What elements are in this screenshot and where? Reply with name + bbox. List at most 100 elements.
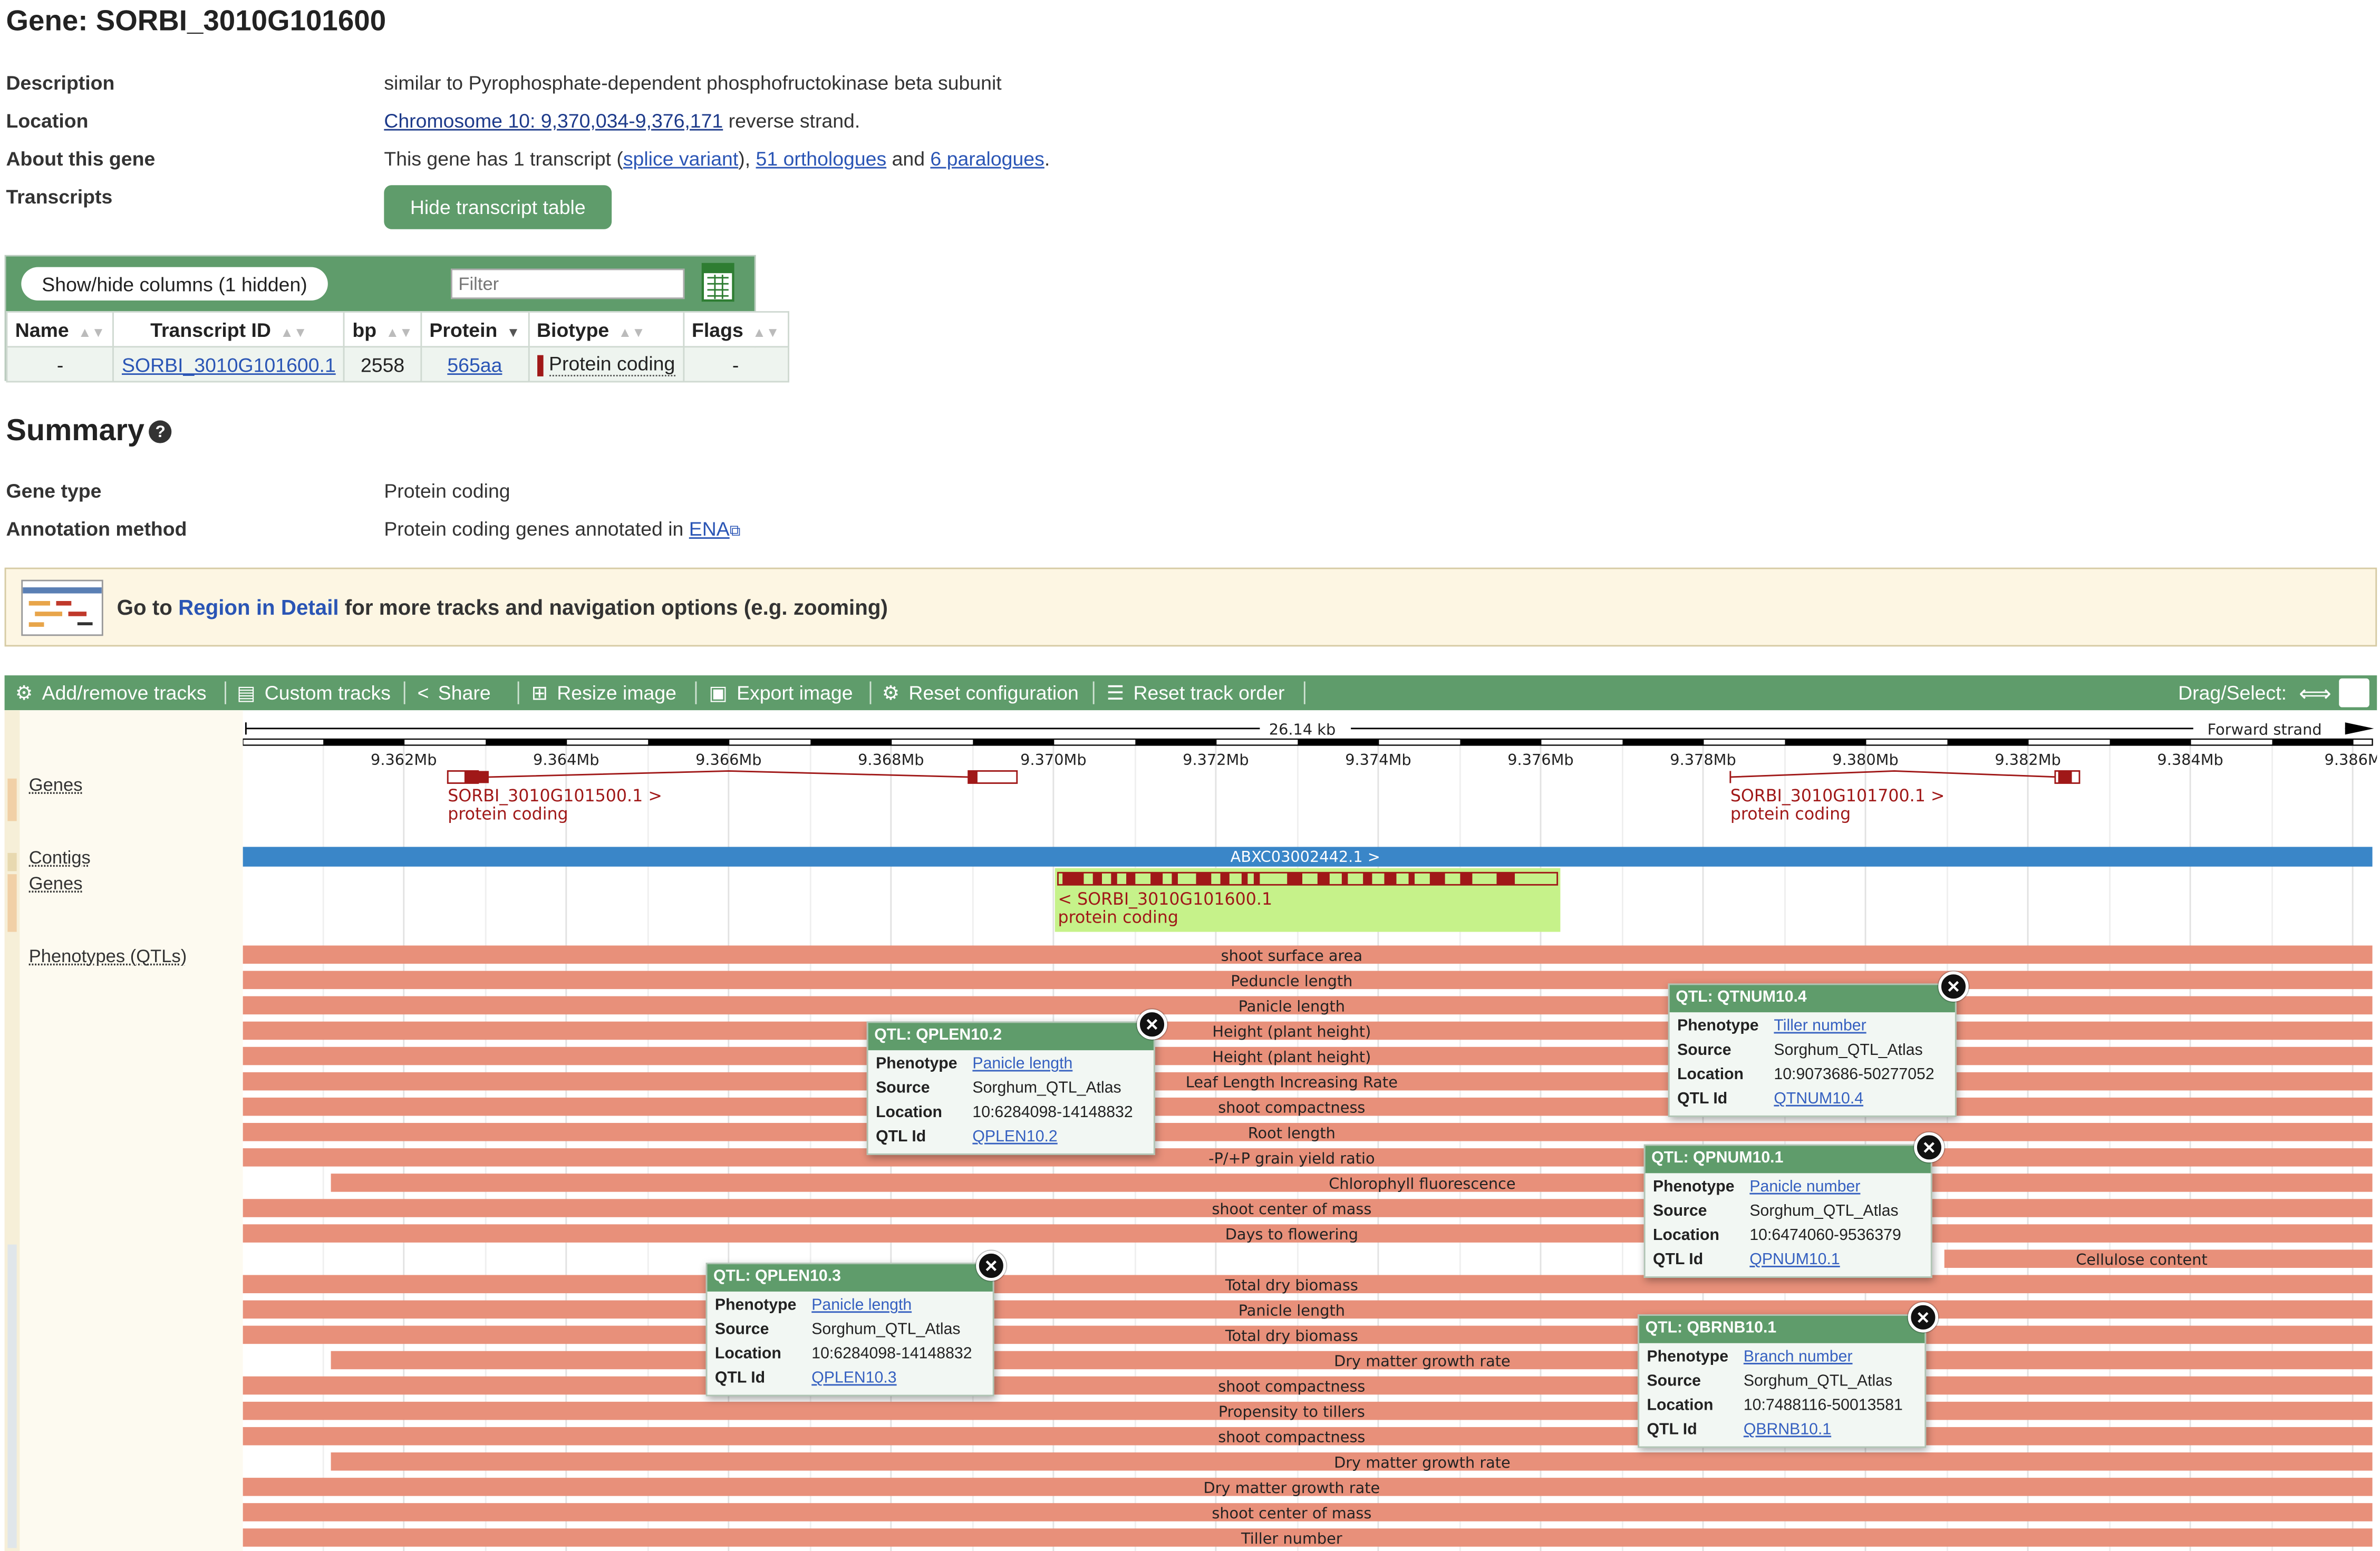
transcript-id-link[interactable]: SORBI_3010G101600.1 [122,353,336,376]
qtl-label: Dry matter growth rate [1334,1453,1511,1471]
resize-image-button[interactable]: ⊞Resize image [531,681,677,704]
filter-input[interactable] [451,268,685,299]
toolbar-divider [1303,681,1305,704]
col-protein[interactable]: Protein▼ [420,311,529,348]
popup-title: QTL: QPNUM10.1 [1645,1146,1931,1174]
qtl-label: shoot compactness [1218,1378,1365,1395]
qtl-id-link[interactable]: QPLEN10.2 [972,1127,1058,1146]
popup-title: QTL: QBRNB10.1 [1639,1315,1925,1343]
sort-icon: ▲▼ [280,324,307,340]
custom-tracks-button[interactable]: ▤Custom tracks [237,681,391,704]
orthologues-link[interactable]: 51 orthologues [756,147,887,170]
phenotype-link[interactable]: Panicle length [972,1054,1073,1073]
gene-main-exon [1341,873,1348,885]
close-icon[interactable]: ✕ [1137,1009,1167,1040]
help-icon[interactable]: ? [149,421,172,444]
gene-main-exon [1062,873,1084,885]
location-suffix: reverse strand. [723,109,860,132]
region-in-detail-link[interactable]: Region in Detail [178,595,339,619]
qtl-id-link[interactable]: QPLEN10.3 [811,1369,897,1388]
track-label-genes[interactable]: Genes [28,774,83,796]
col-bp[interactable]: bp▲▼ [343,311,422,348]
track-label-contigs[interactable]: Contigs [28,847,91,868]
track-drag-handles[interactable] [5,710,20,1551]
col-biotype[interactable]: Biotype▲▼ [527,311,684,348]
qtl-id-link[interactable]: QTNUM10.4 [1774,1089,1864,1108]
sort-icon: ▲▼ [752,324,780,340]
gene-left-exon [464,771,489,783]
gene-main-exon [1429,873,1445,885]
genome-browser-image[interactable]: Genes Contigs Genes Phenotypes (QTLs) 26… [4,710,2377,1551]
transcripts-label: Transcripts [6,185,113,208]
splice-variant-link[interactable]: splice variant [623,147,739,170]
ruler-segment [486,739,567,745]
share-button[interactable]: <Share [417,681,491,704]
qtl-label: Days to flowering [1225,1225,1358,1243]
qtl-id-link[interactable]: QPNUM10.1 [1749,1251,1840,1269]
strand-arrow-icon [2345,722,2374,735]
sort-icon: ▲▼ [78,324,105,340]
strand-label-bg [2193,718,2345,738]
region-thumbnail-icon[interactable] [21,579,103,636]
ruler-segment [1622,739,1704,745]
phenotype-link[interactable]: Panicle length [811,1296,912,1315]
gene-main-exon [1317,873,1330,885]
show-hide-columns-button[interactable]: Show/hide columns (1 hidden) [21,267,328,301]
hide-transcript-table-button[interactable]: Hide transcript table [384,185,612,229]
drag-arrows-icon[interactable]: ⟺ [2299,681,2332,707]
popup-title: QTL: QPLEN10.2 [868,1023,1154,1051]
close-icon[interactable]: ✕ [1908,1302,1939,1333]
qtl-bar [243,1148,2373,1167]
qtl-bar [243,1275,2373,1294]
phenotype-link[interactable]: Tiller number [1774,1016,1866,1035]
qtl-label: Panicle length [1239,1301,1345,1319]
protein-link[interactable]: 565aa [447,353,502,376]
col-name[interactable]: Name▲▼ [6,311,114,348]
ena-link[interactable]: ENA [689,517,730,540]
reset-gear-icon: ⚙ [882,681,900,704]
close-icon[interactable]: ✕ [976,1251,1007,1281]
qtl-label: Cellulose content [2076,1251,2208,1268]
paralogues-link[interactable]: 6 paralogues [930,147,1044,170]
col-transcript-id[interactable]: Transcript ID▲▼ [112,311,345,348]
qtl-label: Total dry biomass [1225,1276,1358,1294]
annotation-label: Annotation method [6,517,187,540]
phenotype-link[interactable]: Panicle number [1749,1177,1861,1196]
select-mode-toggle[interactable] [2339,678,2369,707]
cell-protein: 565aa [420,346,529,383]
qtl-label: Panicle length [1239,997,1345,1015]
location-link[interactable]: Chromosome 10: 9,370,034-9,376,171 [384,109,723,132]
gene-main-exon [1496,873,1515,885]
about-value: This gene has 1 transcript (splice varia… [384,147,1050,170]
qtl-id-link[interactable]: QBRNB10.1 [1743,1420,1832,1439]
cell-name: - [6,346,114,383]
location-value: Chromosome 10: 9,370,034-9,376,171 rever… [384,109,860,132]
gene-main-exon [1363,873,1372,885]
page-title: Gene: SORBI_3010G101600 [6,6,386,38]
reset-configuration-button[interactable]: ⚙Reset configuration [882,681,1079,704]
close-icon[interactable]: ✕ [1938,971,1969,1002]
col-flags[interactable]: Flags▲▼ [682,311,789,348]
gene-main-exon [1408,873,1415,885]
add-remove-tracks-button[interactable]: ⚙Add/remove tracks [15,681,207,704]
gene-right-type: protein coding [1730,805,1851,824]
reset-track-order-button[interactable]: ☰Reset track order [1106,681,1285,704]
phenotype-link[interactable]: Branch number [1743,1348,1853,1366]
qtl-label: Root length [1248,1124,1336,1142]
track-label-phenotypes[interactable]: Phenotypes (QTLs) [28,945,187,967]
export-spreadsheet-icon[interactable] [701,263,734,302]
table-row: - SORBI_3010G101600.1 2558 565aa Protein… [6,346,789,383]
qtl-bar [243,1046,2373,1065]
drag-select-label: Drag/Select:⟺ [2178,675,2331,710]
qtl-label: Leaf Length Increasing Rate [1186,1073,1398,1091]
gene-main-exon [1111,873,1117,885]
close-icon[interactable]: ✕ [1914,1132,1944,1163]
export-image-button[interactable]: ▣Export image [709,681,853,704]
gene-type-value: Protein coding [384,479,510,502]
qtl-bar [243,1427,2373,1446]
track-label-genes-main[interactable]: Genes [28,873,83,894]
gene-main-type: protein coding [1058,908,1178,927]
